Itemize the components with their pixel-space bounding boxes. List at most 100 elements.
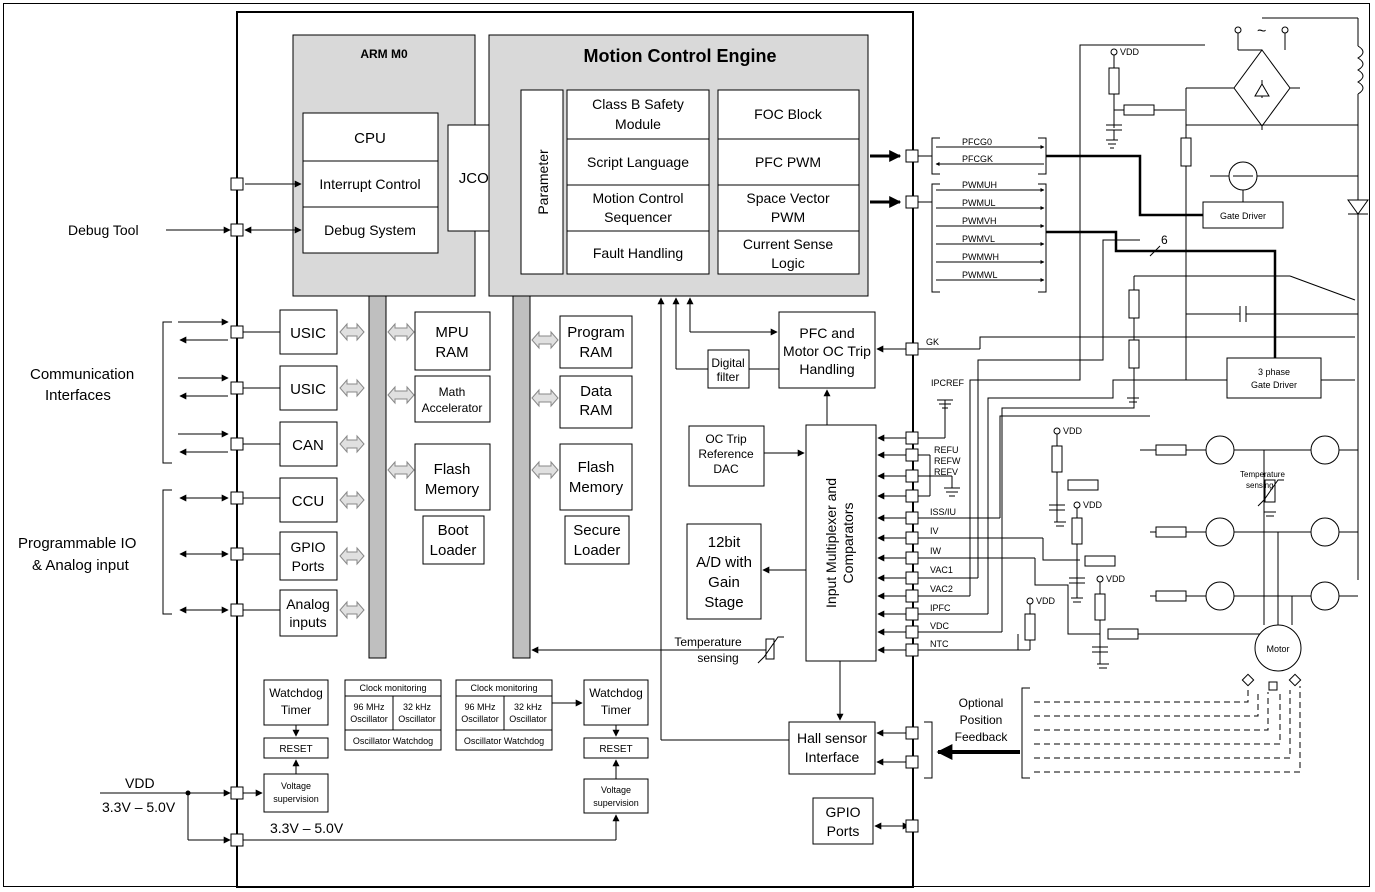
cpu-label: CPU bbox=[354, 130, 386, 147]
script-label: Script Language bbox=[587, 154, 689, 170]
osc32-2-label-1: 32 kHz bbox=[514, 702, 543, 712]
pfcg0-label: PFCG0 bbox=[962, 137, 992, 147]
mux-input-arrows bbox=[876, 434, 906, 766]
watchdog2-label-2: Timer bbox=[601, 703, 631, 717]
gpio-left-label-1: GPIO bbox=[290, 539, 325, 555]
pfcpwm-label: PFC PWM bbox=[755, 154, 821, 170]
pwmwl-label: PWMWL bbox=[962, 270, 998, 280]
vdc-label: VDC bbox=[930, 621, 950, 631]
mce-title: Motion Control Engine bbox=[584, 46, 777, 66]
temp-center-label-2: sensing bbox=[697, 651, 738, 665]
vdd-ntc-label: VDD bbox=[1036, 596, 1056, 606]
comm-arrows bbox=[178, 318, 229, 614]
vdd-u-label: VDD bbox=[1063, 426, 1083, 436]
right-pins bbox=[905, 149, 919, 833]
interrupt-label: Interrupt Control bbox=[319, 176, 420, 192]
thermistor-center bbox=[757, 636, 784, 664]
pfcgk-label: PFCGK bbox=[962, 154, 993, 164]
vdd-v-label: VDD bbox=[1083, 500, 1103, 510]
bus-six-label: 6 bbox=[1161, 233, 1168, 247]
vac2-label: VAC2 bbox=[930, 584, 953, 594]
flash2-label-2: Memory bbox=[569, 479, 624, 496]
watchdog1-label-2: Timer bbox=[281, 703, 311, 717]
pwmul-label: PWMUL bbox=[962, 198, 996, 208]
refv-label: REFV bbox=[934, 467, 958, 477]
vs1-label-1: Voltage bbox=[281, 781, 311, 791]
octrip-label-1: OC Trip bbox=[705, 432, 747, 446]
adc-label-1: 12bit bbox=[708, 534, 741, 551]
gpio-left-label-2: Ports bbox=[292, 558, 325, 574]
pwmuh-label: PWMUH bbox=[962, 180, 997, 190]
vdd-top-label: VDD bbox=[1120, 47, 1140, 57]
iv-label: IV bbox=[930, 526, 939, 536]
adc-label-4: Stage bbox=[704, 594, 743, 611]
mux-label-1: Input Multiplexer and bbox=[823, 478, 839, 608]
debug-tool-label: Debug Tool bbox=[68, 222, 139, 238]
flash1-label-1: Flash bbox=[434, 461, 471, 478]
motor-label: Motor bbox=[1266, 644, 1289, 654]
foc-label: FOC Block bbox=[754, 106, 823, 122]
ac-tilde: ~ bbox=[1257, 23, 1266, 40]
opt-label-2: Position bbox=[960, 713, 1003, 727]
power-circuit bbox=[1024, 17, 1369, 672]
prog-label-2: & Analog input bbox=[32, 557, 130, 574]
oscwd2-label: Oscillator Watchdog bbox=[464, 736, 544, 746]
vdd-range-label: 3.3V – 5.0V bbox=[102, 799, 176, 815]
gd3-label-2: Gate Driver bbox=[1251, 380, 1297, 390]
parameter-label: Parameter bbox=[535, 149, 551, 215]
mcs-label-1: Motion Control bbox=[592, 190, 683, 206]
mpu-label-1: MPU bbox=[435, 324, 468, 341]
data-ram-label-2: RAM bbox=[579, 402, 612, 419]
feedback-dashed-lines bbox=[1034, 686, 1301, 773]
classb-label-2: Module bbox=[615, 116, 661, 132]
octrip-label-3: DAC bbox=[713, 462, 739, 476]
pwmvh-label: PWMVH bbox=[962, 216, 997, 226]
boot-label-2: Loader bbox=[430, 542, 477, 559]
vs2-label-1: Voltage bbox=[601, 785, 631, 795]
digital-filter-label-1: Digital bbox=[711, 356, 744, 370]
temp-center-label-1: Temperature bbox=[674, 635, 742, 649]
hall-label-2: Interface bbox=[805, 749, 860, 765]
opt-label-1: Optional bbox=[959, 696, 1004, 710]
data-ram-label-1: Data bbox=[580, 383, 612, 400]
ipcref-label: IPCREF bbox=[931, 378, 965, 388]
classb-label-1: Class B Safety bbox=[592, 96, 684, 112]
pfc-signal-group bbox=[918, 137, 1047, 293]
osc32-1-label-1: 32 kHz bbox=[403, 702, 432, 712]
refw-label: REFW bbox=[934, 456, 961, 466]
math-label-1: Math bbox=[439, 385, 466, 399]
arm-title: ARM M0 bbox=[360, 47, 408, 61]
ground-symbols bbox=[937, 139, 1276, 669]
pwmwh-label: PWMWH bbox=[962, 252, 999, 262]
adc-label-3: Gain bbox=[708, 574, 740, 591]
reset1-label: RESET bbox=[279, 744, 312, 755]
secure-label-2: Loader bbox=[574, 542, 621, 559]
comm-label-2: Interfaces bbox=[45, 387, 111, 404]
pwmvl-label: PWMVL bbox=[962, 234, 995, 244]
vdd-w-label: VDD bbox=[1106, 574, 1126, 584]
bus-connectors bbox=[339, 322, 559, 620]
adc-label-2: A/D with bbox=[696, 554, 752, 571]
mux-label-2: Comparators bbox=[840, 503, 856, 584]
fault-label: Fault Handling bbox=[593, 245, 683, 261]
mcs-label-2: Sequencer bbox=[604, 209, 672, 225]
opt-label-3: Feedback bbox=[955, 730, 1009, 744]
cs-label-2: Logic bbox=[771, 255, 804, 271]
left-pins bbox=[230, 325, 244, 617]
math-label-2: Accelerator bbox=[422, 401, 483, 415]
osc96-1-label-2: Oscillator bbox=[350, 714, 388, 724]
oscwd1-label: Oscillator Watchdog bbox=[353, 736, 433, 746]
flash1-label-2: Memory bbox=[425, 481, 480, 498]
vdd-range-label-2: 3.3V – 5.0V bbox=[270, 820, 344, 836]
pfcoc-label-2: Motor OC Trip bbox=[783, 343, 871, 359]
flash2-label-1: Flash bbox=[578, 459, 615, 476]
osc32-2-label-2: Oscillator bbox=[509, 714, 547, 724]
vs1-label-2: supervision bbox=[273, 794, 319, 804]
can-label: CAN bbox=[292, 437, 324, 454]
svpwm-label-1: Space Vector bbox=[746, 190, 830, 206]
osc32-1-label-2: Oscillator bbox=[398, 714, 436, 724]
ntc-label: NTC bbox=[930, 639, 949, 649]
reset2-label: RESET bbox=[599, 744, 632, 755]
clkmon2-label: Clock monitoring bbox=[470, 683, 537, 693]
